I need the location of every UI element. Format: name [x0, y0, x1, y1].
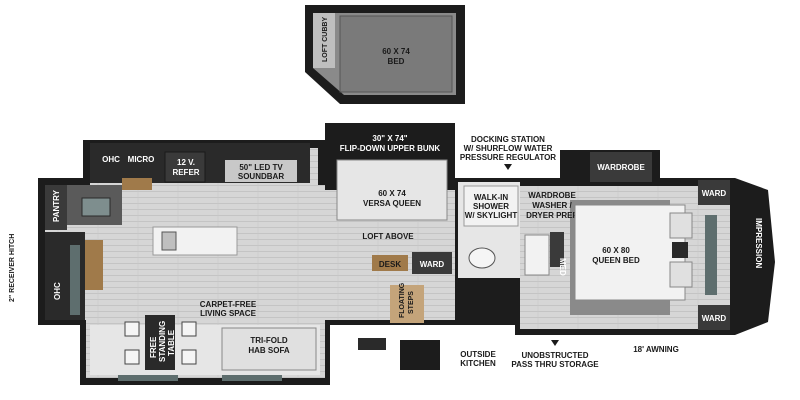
refer-label-2: REFER	[172, 168, 199, 177]
ward-mid-label: WARD	[420, 260, 445, 269]
carpet-free-label-1: CARPET-FREE	[200, 300, 257, 309]
docking-label-1: DOCKING STATION	[471, 135, 545, 144]
standing-table	[145, 315, 175, 370]
awning-label: 18' AWNING	[633, 345, 679, 354]
versa-queen-size: 60 X 74	[378, 189, 406, 198]
versa-queen-label: VERSA QUEEN	[363, 199, 421, 208]
docking-label-2: W/ SHURFLOW WATER	[464, 144, 553, 153]
table-label-2: STANDING	[158, 321, 167, 362]
refer-label-1: 12 V.	[177, 158, 195, 167]
impression-brand: IMPRESSION	[754, 218, 763, 268]
storage-label-1: UNOBSTRUCTED	[521, 351, 588, 360]
bath-area: DOCKING STATION W/ SHURFLOW WATER PRESSU…	[460, 135, 579, 276]
wardrobe-mid-label: WARDROBE	[528, 191, 576, 200]
sofa-label-2: HAB SOFA	[248, 346, 290, 355]
micro-label: MICRO	[128, 155, 155, 164]
loft-bed-label: BED	[388, 57, 405, 66]
pantry-label: PANTRY	[52, 189, 61, 222]
ohc-top-label: OHC	[102, 155, 120, 164]
queen-bed	[574, 204, 686, 301]
outside-kitchen-2: KITCHEN	[460, 359, 496, 368]
loft-above-label: LOFT ABOVE	[362, 232, 414, 241]
flip-down-label-1: 30" X 74"	[372, 134, 407, 143]
desk-label: DESK	[379, 260, 401, 269]
sofa	[221, 327, 317, 371]
tv-label-1: 50" LED TV	[239, 163, 283, 172]
wardrobe-top-label: WARDROBE	[597, 163, 645, 172]
master-bedroom: WARDROBE 60 X 80 QUEEN BED WARD WARD IMP…	[574, 152, 763, 330]
docking-label-3: PRESSURE REGULATOR	[460, 153, 556, 162]
floating-steps-2: STEPS	[408, 291, 415, 314]
queen-bed-size: 60 X 80	[602, 246, 630, 255]
queen-bed-label: QUEEN BED	[592, 256, 640, 265]
ward-top-right-label: WARD	[702, 189, 727, 198]
bunk-room: 30" X 74" FLIP-DOWN UPPER BUNK 60 X 74 V…	[330, 128, 452, 323]
med-label: MED	[558, 258, 567, 276]
table-label-1: FREE	[149, 336, 158, 358]
exterior-labels: OUTSIDE KITCHEN UNOBSTRUCTED PASS THRU S…	[358, 338, 679, 370]
receiver-hitch-label: 2" RECEIVER HITCH	[9, 234, 16, 302]
storage-label-2: PASS THRU STORAGE	[511, 360, 599, 369]
ohc-left-label: OHC	[53, 282, 62, 300]
outside-kitchen-1: OUTSIDE	[460, 350, 496, 359]
flip-down-label-2: FLIP-DOWN UPPER BUNK	[340, 144, 441, 153]
loft-inset: LOFT CUBBY 60 X 74 BED	[305, 5, 465, 104]
loft-bed-size: 60 X 74	[382, 47, 410, 56]
walkin-label-2: SHOWER	[473, 202, 509, 211]
loft-cubby-label: LOFT CUBBY	[322, 17, 329, 62]
table-label-3: TABLE	[167, 329, 176, 356]
carpet-free-label-2: LIVING SPACE	[200, 309, 257, 318]
tv-label-2: SOUNDBAR	[238, 172, 284, 181]
sofa-label-1: TRI-FOLD	[250, 336, 288, 345]
washer-label-2: DRYER PREP	[526, 211, 578, 220]
floating-steps-1: FLOATING	[399, 282, 406, 318]
ward-bottom-right-label: WARD	[702, 314, 727, 323]
walkin-label-3: W/ SKYLIGHT	[465, 211, 518, 220]
washer-label-1: WASHER /	[532, 201, 572, 210]
kitchen-area: OHC MICRO 12 V. REFER 50" LED TV SOUNDBA…	[9, 143, 320, 381]
walkin-label-1: WALK-IN	[474, 193, 508, 202]
